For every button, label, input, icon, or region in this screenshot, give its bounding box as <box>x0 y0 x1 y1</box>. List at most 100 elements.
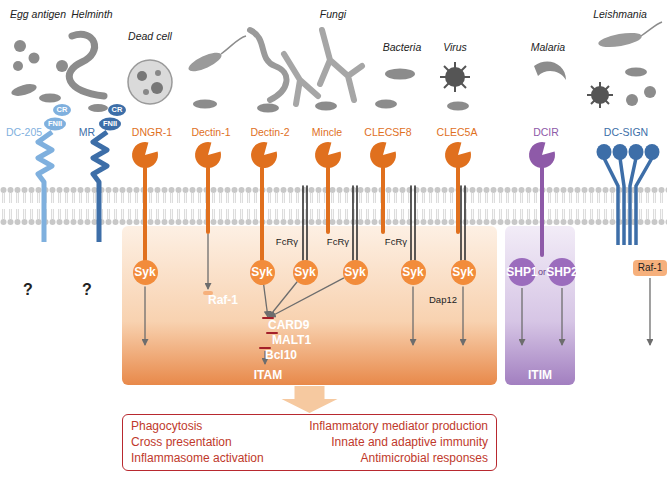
outcome-text: Inflammasome activation <box>131 451 299 466</box>
signal-stub <box>649 278 650 345</box>
lectin-domain <box>370 142 396 168</box>
itim-region: ITIMSHP1SHP2 <box>505 226 575 385</box>
pathogens <box>29 53 40 64</box>
pathogens <box>385 69 415 80</box>
adaptor-name: Dap12 <box>429 295 457 306</box>
pathogens <box>56 60 68 72</box>
domain-name: CR <box>112 106 123 115</box>
receptor-chain <box>38 132 52 242</box>
node-label: CARD9 <box>268 318 309 332</box>
pathogens <box>128 60 172 104</box>
lectin-domain <box>597 144 612 160</box>
pathogens <box>88 104 108 112</box>
pathogen-name: Egg antigen <box>10 8 66 20</box>
pathogens <box>250 30 286 100</box>
pathogens <box>440 62 470 92</box>
pathogens <box>186 49 224 75</box>
outcome-text: Antimicrobial responses <box>309 451 488 466</box>
pathogens <box>257 104 279 113</box>
lectin-domain <box>613 144 628 160</box>
signal-stub <box>144 287 145 346</box>
signal-stub <box>462 287 463 346</box>
pathogens <box>143 89 149 95</box>
pathogen-name: Malaria <box>531 41 565 53</box>
pathogens <box>155 70 161 76</box>
pathogens <box>151 82 163 94</box>
receptor-name: Dectin-1 <box>191 126 230 138</box>
pathogens <box>284 54 318 104</box>
pathogens <box>445 67 465 87</box>
signal-arrow <box>269 282 297 317</box>
adaptor-name: FcRγ <box>385 237 407 248</box>
outcome-text: Cross presentation <box>131 435 299 450</box>
receptors <box>38 104 660 260</box>
raf1-kinase: Raf-1 <box>633 260 667 276</box>
signal-stub <box>521 288 522 345</box>
node-label: ITIM <box>528 368 552 382</box>
receptor-stalk <box>636 158 652 245</box>
adaptor-chain <box>306 186 308 260</box>
pathogens <box>320 30 362 100</box>
pathogens <box>644 86 656 98</box>
receptor-stalk <box>604 158 618 245</box>
pathogens <box>14 40 26 52</box>
signal-stub <box>561 288 562 345</box>
domain-name: FNII <box>48 120 62 129</box>
lectin-domain <box>445 142 471 168</box>
node-label: Bcl10 <box>265 348 297 362</box>
pathogens <box>591 86 609 104</box>
lectin-domain <box>132 142 158 168</box>
node-label: Syk <box>251 265 272 279</box>
adaptor-chain <box>414 186 416 260</box>
receptor-name: DC-SIGN <box>604 126 648 138</box>
pathogens <box>591 86 609 104</box>
node-label: SHP2 <box>546 265 577 279</box>
pathogen-name: Fungi <box>320 8 346 20</box>
lectin-domain <box>195 142 221 168</box>
receptor-name: CLECSF8 <box>364 126 411 138</box>
adaptor-name: FcRγ <box>327 237 349 248</box>
pathogens <box>221 36 246 54</box>
pathogens <box>10 22 662 113</box>
outcome-box: PhagocytosisCross presentationInflammaso… <box>122 414 497 471</box>
fnii-domain <box>44 118 66 131</box>
itam-ground <box>122 226 497 385</box>
pathogens <box>69 34 104 96</box>
outcome-text: Innate and adaptive immunity <box>309 435 488 450</box>
outcome-text: Phagocytosis <box>131 419 299 434</box>
syk-kinase: Syk <box>401 260 426 285</box>
receptor-name: DCIR <box>533 126 559 138</box>
receptor-stalk <box>326 168 330 232</box>
pathogens <box>10 82 38 98</box>
outcome-arrow <box>282 386 338 413</box>
pathogens <box>39 94 61 103</box>
receptor-stalk <box>143 168 147 260</box>
node-label: MALT1 <box>272 333 311 347</box>
adaptor-chain <box>460 186 462 260</box>
itam-region: ITAMSykRaf-1SykSykSykSykSykCARD9MALT1Bcl… <box>122 226 497 385</box>
receptor-chain <box>93 132 107 242</box>
syk-kinase: Syk <box>293 260 318 285</box>
card9-complex: Bcl10 <box>259 347 271 349</box>
receptor-stalk <box>540 168 544 255</box>
pathogens <box>137 71 147 81</box>
card9-complex: CARD9 <box>262 317 274 319</box>
unknown-mark: ? <box>23 281 33 299</box>
syk-kinase: Syk <box>250 260 275 285</box>
pathogens <box>534 62 566 80</box>
domain-name: CR <box>57 106 68 115</box>
domain-name: FNII <box>103 120 117 129</box>
pathogens <box>13 61 23 71</box>
lectin-domain <box>251 142 277 168</box>
adaptor-chain <box>356 186 358 260</box>
node-label: Syk <box>294 265 315 279</box>
pathogens <box>447 102 469 111</box>
receptor-name: DC-205 <box>6 126 42 138</box>
receptor-name: MR <box>79 126 95 138</box>
node-label: Raf-1 <box>208 293 238 307</box>
pathogen-name: Bacteria <box>383 41 422 53</box>
outcome-text: Inflammatory mediator production <box>309 419 488 434</box>
pathogen-name: Leishmania <box>593 8 647 20</box>
pathogens <box>641 22 662 36</box>
